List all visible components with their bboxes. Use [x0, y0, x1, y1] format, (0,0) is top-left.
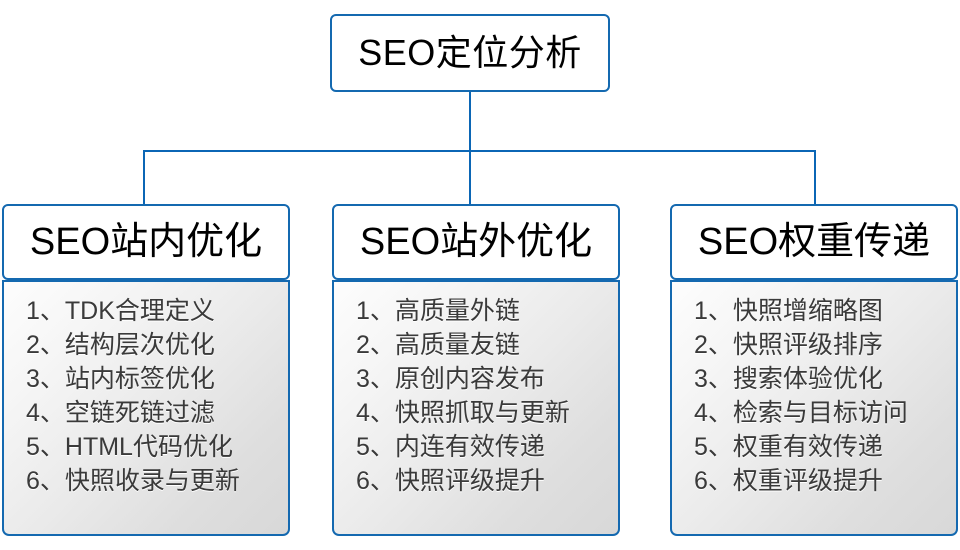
connector-drop-branch-1: [143, 150, 145, 205]
list-item: 4、空链死链过滤: [26, 399, 215, 427]
branch-1-header[interactable]: SEO站内优化: [2, 204, 290, 280]
root-node[interactable]: SEO定位分析: [330, 14, 610, 92]
connector-horizontal-bus: [143, 150, 816, 152]
root-node-label: SEO定位分析: [358, 32, 582, 73]
connector-root-stem: [469, 92, 471, 152]
list-item: 1、高质量外链: [356, 297, 520, 325]
list-item: 5、内连有效传递: [356, 433, 545, 461]
branch-2-header[interactable]: SEO站外优化: [332, 204, 620, 280]
connector-drop-branch-3: [814, 150, 816, 205]
list-item: 1、TDK合理定义: [26, 297, 215, 325]
branch-2-list: 1、高质量外链 2、高质量友链 3、原创内容发布 4、快照抓取与更新 5、内连有…: [334, 294, 618, 498]
list-item: 4、快照抓取与更新: [356, 399, 570, 427]
list-item: 2、结构层次优化: [26, 331, 215, 359]
list-item: 4、检索与目标访问: [694, 399, 908, 427]
list-item: 5、权重有效传递: [694, 433, 883, 461]
branch-3-header[interactable]: SEO权重传递: [670, 204, 958, 280]
list-item: 6、权重评级提升: [694, 467, 883, 495]
branch-2-body: 1、高质量外链 2、高质量友链 3、原创内容发布 4、快照抓取与更新 5、内连有…: [332, 280, 620, 536]
list-item: 3、搜索体验优化: [694, 365, 883, 393]
list-item: 6、快照评级提升: [356, 467, 545, 495]
branch-3-list: 1、快照增缩略图 2、快照评级排序 3、搜索体验优化 4、检索与目标访问 5、权…: [672, 294, 956, 498]
list-item: 3、站内标签优化: [26, 365, 215, 393]
list-item: 6、快照收录与更新: [26, 467, 240, 495]
list-item: 5、HTML代码优化: [26, 433, 233, 461]
branch-2-title: SEO站外优化: [359, 221, 593, 263]
connector-drop-branch-2: [469, 150, 471, 205]
branch-column-2: SEO站外优化 1、高质量外链 2、高质量友链 3、原创内容发布 4、快照抓取与…: [332, 204, 620, 536]
branch-1-body: 1、TDK合理定义 2、结构层次优化 3、站内标签优化 4、空链死链过滤 5、H…: [2, 280, 290, 536]
branch-3-title: SEO权重传递: [697, 221, 931, 263]
branch-1-title: SEO站内优化: [29, 221, 263, 263]
branch-column-3: SEO权重传递 1、快照增缩略图 2、快照评级排序 3、搜索体验优化 4、检索与…: [670, 204, 958, 536]
list-item: 2、快照评级排序: [694, 331, 883, 359]
list-item: 2、高质量友链: [356, 331, 520, 359]
branch-3-body: 1、快照增缩略图 2、快照评级排序 3、搜索体验优化 4、检索与目标访问 5、权…: [670, 280, 958, 536]
list-item: 1、快照增缩略图: [694, 297, 883, 325]
list-item: 3、原创内容发布: [356, 365, 545, 393]
branch-column-1: SEO站内优化 1、TDK合理定义 2、结构层次优化 3、站内标签优化 4、空链…: [2, 204, 290, 536]
branch-1-list: 1、TDK合理定义 2、结构层次优化 3、站内标签优化 4、空链死链过滤 5、H…: [4, 294, 288, 498]
